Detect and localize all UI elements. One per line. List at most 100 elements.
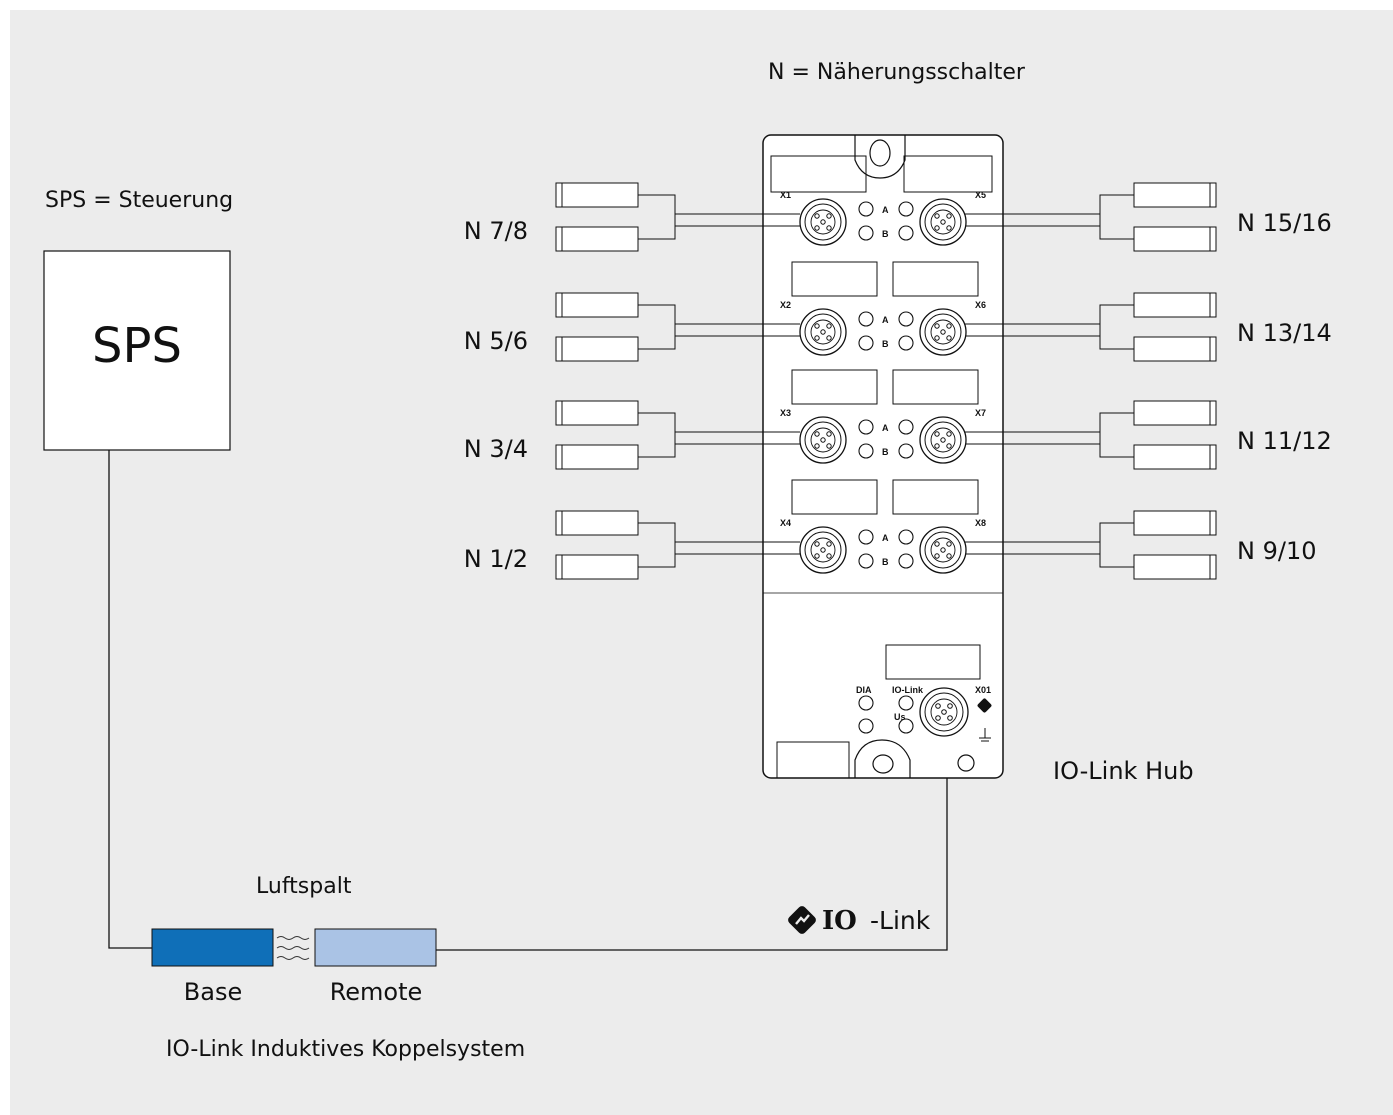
base-block (151, 928, 274, 967)
led-a-left (858, 201, 874, 217)
left-sensor-label: N 1/2 (464, 545, 528, 573)
right-sensor-label: N 9/10 (1237, 537, 1316, 565)
left-sensor-label: N 7/8 (464, 217, 528, 245)
label-field (892, 479, 979, 515)
proximity-switch (1133, 510, 1217, 536)
sensor-cable (638, 304, 676, 350)
label-field (892, 369, 979, 405)
proximity-switch (1133, 226, 1217, 252)
port-label-right: X7 (975, 408, 986, 418)
proximity-switch (1133, 444, 1217, 470)
led-a-label: A (882, 533, 889, 543)
hub-bottom-hole (872, 754, 894, 774)
proximity-switch (555, 554, 639, 580)
sensor-cable (1099, 304, 1134, 350)
label-field (791, 479, 878, 515)
hub-label: IO-Link Hub (1053, 757, 1194, 785)
status-dia-label: DIA (856, 685, 872, 695)
label-field (903, 155, 993, 193)
port-label-left: X2 (780, 300, 791, 310)
port-label-left: X1 (780, 190, 791, 200)
label-field (776, 741, 850, 779)
master-port-connector (919, 687, 969, 737)
led-a-right (898, 311, 914, 327)
sensor-cable (638, 412, 676, 458)
master-port-label: X01 (975, 685, 991, 695)
right-sensor-label: N 13/14 (1237, 319, 1332, 347)
proximity-switch (1133, 554, 1217, 580)
led-a-left (858, 311, 874, 327)
proximity-switch (555, 400, 639, 426)
led-b-right (898, 553, 914, 569)
proximity-switch (555, 226, 639, 252)
led-b-label: B (882, 339, 889, 349)
led-b-left (858, 335, 874, 351)
m12-connector (799, 308, 847, 356)
sps-box-label: SPS (92, 318, 182, 374)
base-label: Base (184, 978, 242, 1006)
led-a-left (858, 419, 874, 435)
led-a-label: A (882, 205, 889, 215)
iolink-port-icon (977, 698, 992, 713)
port-label-left: X4 (780, 518, 791, 528)
right-sensor-pair: N 11/12 (1099, 400, 1332, 470)
m12-connector (799, 198, 847, 246)
proximity-switch (1133, 400, 1217, 426)
left-sensor-pair: N 3/4 (464, 400, 676, 470)
us-led (898, 718, 914, 734)
right-sensor-label: N 15/16 (1237, 209, 1332, 237)
left-sensor-label: N 3/4 (464, 435, 528, 463)
iolink-logo-rest: -Link (870, 906, 931, 935)
proximity-switch (1133, 182, 1217, 208)
led-b-left (858, 553, 874, 569)
label-field (885, 644, 981, 680)
label-field (770, 155, 867, 193)
m12-connector (919, 416, 967, 464)
iolink-logo-bold: IO (822, 906, 857, 936)
led-b-left (858, 225, 874, 241)
led-a-right (898, 201, 914, 217)
sps-box (43, 250, 231, 451)
proximity-switch (555, 444, 639, 470)
port-label-right: X8 (975, 518, 986, 528)
led-a-label: A (882, 315, 889, 325)
ground-screw (957, 754, 975, 772)
left-sensor-pair: N 5/6 (464, 292, 676, 362)
sps-note: SPS = Steuerung (45, 188, 233, 213)
led-a-label: A (882, 423, 889, 433)
sensor-cable (1099, 522, 1134, 568)
m12-connector (919, 198, 967, 246)
hub-bottom-lug (854, 739, 911, 778)
label-field (791, 261, 878, 297)
iolink-logo-icon (788, 906, 816, 934)
proximity-switch (555, 336, 639, 362)
sensor-cable (638, 522, 676, 568)
hub-top-lug (854, 135, 906, 179)
hub-top-hole (869, 139, 891, 167)
sensor-cable (1099, 194, 1134, 240)
status-us-label: Us (894, 712, 906, 722)
iolink-logo: IO -Link (788, 906, 931, 936)
system-label: IO-Link Induktives Koppelsystem (166, 1037, 525, 1062)
led-b-left (858, 443, 874, 459)
air-gap-label: Luftspalt (256, 874, 352, 899)
proximity-switch (555, 182, 639, 208)
remote-label: Remote (330, 978, 423, 1006)
led-b-right (898, 443, 914, 459)
right-sensor-pair: N 15/16 (1099, 182, 1332, 252)
m12-connector (919, 308, 967, 356)
port-label-right: X5 (975, 190, 986, 200)
proximity-switch (555, 510, 639, 536)
led-b-label: B (882, 447, 889, 457)
sensor-cable (1099, 412, 1134, 458)
sensor-cable (638, 194, 676, 240)
led-a-left (858, 529, 874, 545)
left-sensor-pair: N 7/8 (464, 182, 676, 252)
status-led (858, 718, 874, 734)
port-label-right: X6 (975, 300, 986, 310)
ground-symbol-icon (979, 728, 991, 742)
